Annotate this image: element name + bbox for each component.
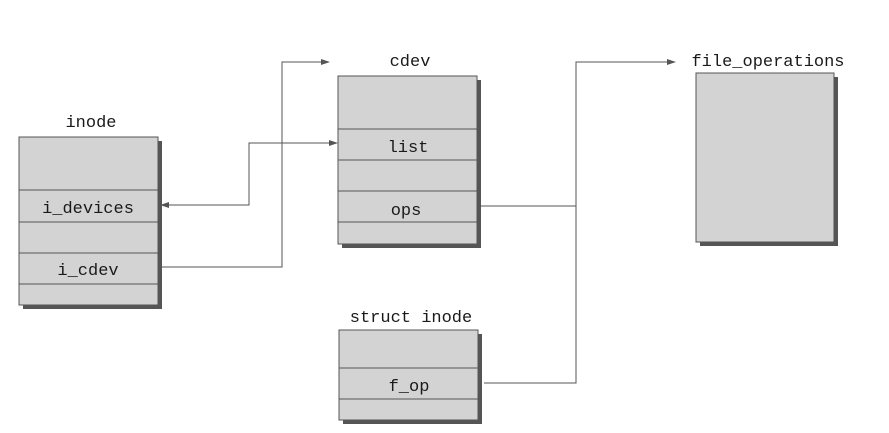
struct-inode-title: struct inode bbox=[350, 309, 472, 328]
arrowhead-left-icon bbox=[160, 202, 169, 208]
arrowhead-right-icon bbox=[667, 59, 676, 65]
struct-inode-field-f-op: f_op bbox=[389, 378, 430, 397]
struct-inode-struct: struct inode f_op bbox=[338, 309, 482, 424]
connector-i-devices-list bbox=[160, 140, 338, 208]
cdev-field-list: list bbox=[388, 139, 429, 158]
file-operations-struct: file_operations bbox=[691, 53, 845, 246]
file-operations-title: file_operations bbox=[691, 53, 844, 72]
inode-field-i-devices: i_devices bbox=[42, 200, 134, 219]
cdev-field-ops: ops bbox=[391, 202, 422, 221]
inode-struct: inode i_devices i_cdev bbox=[18, 114, 162, 309]
connector-ops-f-op-file-operations bbox=[479, 59, 676, 384]
connector-i-cdev-cdev bbox=[162, 59, 330, 268]
inode-field-i-cdev: i_cdev bbox=[57, 262, 118, 281]
cdev-struct: cdev list ops bbox=[337, 53, 481, 248]
cdev-title: cdev bbox=[390, 53, 431, 72]
inode-title: inode bbox=[65, 114, 116, 133]
arrowhead-right-icon bbox=[329, 140, 338, 146]
arrowhead-right-icon bbox=[321, 59, 330, 65]
